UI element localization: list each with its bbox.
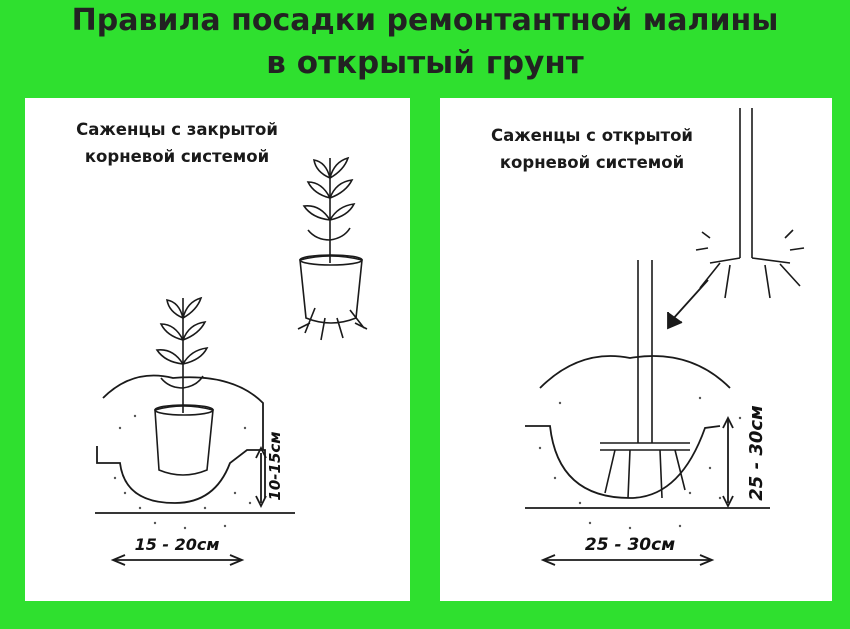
title-line-2: в открытый грунт	[266, 45, 584, 81]
bare-root-seedling-drawing	[695, 108, 805, 299]
depth-label-open: 25 - 30см	[746, 405, 767, 501]
closed-root-illustration: 10-15см 15 - 20см	[95, 156, 368, 566]
panel-closed-root: Саженцы с закрытой корневой системой	[25, 98, 410, 601]
width-dimension-open	[540, 554, 715, 566]
caption-closed-line-1: Саженцы с закрытой	[76, 120, 278, 139]
soil-dots-open	[538, 396, 742, 530]
panel-open-root: Саженцы с открытой корневой системой	[440, 98, 832, 601]
depth-dimension-closed	[255, 445, 267, 509]
width-dimension-closed	[110, 554, 245, 566]
title-line-1: Правила посадки ремонтантной малины	[71, 3, 779, 38]
width-label-open: 25 - 30см	[585, 535, 675, 555]
page-title: Правила посадки ремонтантной малины в от…	[0, 0, 850, 84]
caption-open-line-2: корневой системой	[499, 153, 685, 172]
soil-hole-open	[525, 355, 770, 509]
caption-open-line-1: Саженцы с открытой	[491, 126, 693, 145]
depth-label-closed: 10-15см	[266, 431, 284, 500]
soil-hole-drawing	[95, 374, 295, 514]
transfer-arrow	[667, 279, 709, 330]
caption-open-root: Саженцы с открытой корневой системой	[462, 122, 722, 176]
soil-dots	[113, 414, 252, 530]
caption-closed-line-2: корневой системой	[84, 147, 270, 166]
potted-seedling-drawing	[297, 156, 368, 341]
caption-closed-root: Саженцы с закрытой корневой системой	[47, 116, 307, 170]
width-label-closed: 15 - 20см	[135, 535, 220, 554]
planted-bare-root-drawing	[600, 260, 690, 499]
open-root-illustration: 25 - 30см 25 - 30см	[525, 108, 805, 566]
depth-dimension-open	[722, 415, 734, 509]
planted-seedling-drawing	[154, 296, 214, 476]
